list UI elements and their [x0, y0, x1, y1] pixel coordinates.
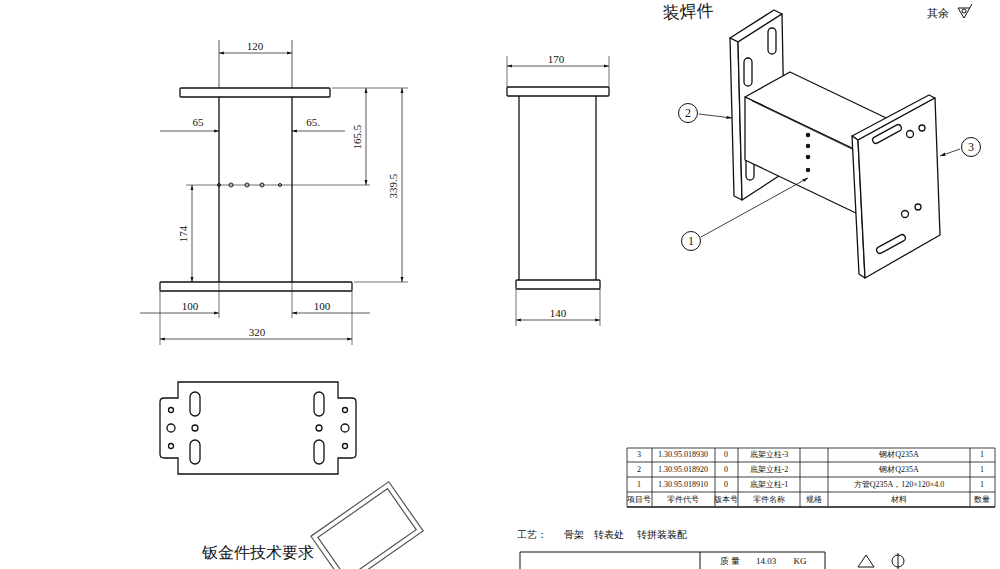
table-cell: 2	[637, 466, 641, 474]
callout-text: 2	[685, 107, 691, 119]
plan-view	[160, 382, 356, 474]
table-cell: 底架立柱-2	[750, 466, 789, 474]
table-cell: 1.30.95.018930	[658, 451, 708, 459]
dimension-value: 339.5	[388, 174, 399, 199]
table-cell: 数量	[974, 496, 990, 504]
table-cell: 零件名称	[753, 496, 785, 504]
isometric-view	[730, 10, 940, 278]
table-cell: 3	[637, 451, 641, 459]
dimension-value: 320	[249, 327, 266, 338]
dimension-value: 165.5	[352, 125, 363, 150]
table-cell: 1	[980, 451, 984, 459]
dimension-value: 140	[550, 308, 567, 319]
table-cell: 材料	[891, 496, 907, 504]
table-cell: 方管Q235A，120×120×4.0	[854, 481, 945, 489]
table-cell: 0	[724, 481, 728, 489]
note-text: 其余	[927, 8, 949, 19]
table-cell: 钢材Q235A	[879, 466, 919, 474]
table-cell: 底架立柱-3	[750, 451, 789, 459]
table-cell: 0	[724, 466, 728, 474]
process-note: 转拼装装配	[637, 530, 687, 540]
table-cell: 0	[724, 451, 728, 459]
table-cell: 1	[980, 466, 984, 474]
table-cell: 零件代号	[667, 496, 699, 504]
process-note: 骨架	[564, 530, 584, 540]
process-note: 钣金件技术要求	[202, 545, 314, 561]
process-note: 14.03	[756, 557, 776, 566]
table-cell: 钢材Q235A	[879, 451, 919, 459]
dimension-value: 100	[314, 301, 331, 312]
dimension-value: 174	[178, 226, 189, 243]
callout-number: 1	[681, 231, 701, 251]
note-text: 装焊件	[662, 2, 714, 23]
table-cell: 底架立柱-1	[750, 481, 789, 489]
callout-text: 3	[968, 141, 974, 153]
table-cell: 1	[637, 481, 641, 489]
table-cell: 规格	[806, 496, 822, 504]
table-cell: 1.30.95.018910	[658, 481, 708, 489]
side-view	[507, 56, 609, 326]
table-cell: 项目号	[627, 496, 651, 504]
callout-text: 1	[688, 235, 694, 247]
callout-number: 3	[961, 137, 981, 157]
table-cell: 1.30.95.018920	[658, 466, 708, 474]
dimension-value: 120	[247, 41, 264, 52]
front-view	[140, 40, 408, 345]
callout-number: 2	[678, 103, 698, 123]
approval-stamp	[311, 482, 423, 569]
process-note: 转表处	[594, 530, 624, 540]
process-note: KG	[794, 557, 807, 566]
parts-table	[627, 448, 995, 507]
table-cell: 1	[980, 481, 984, 489]
title-block	[520, 552, 904, 569]
dimension-value: 100	[182, 301, 199, 312]
dimension-value: 65	[193, 117, 204, 128]
process-note: 工艺：	[517, 530, 547, 540]
dimension-value: 65.	[306, 117, 320, 128]
roughness-symbol	[958, 4, 972, 18]
process-note: 质 量	[720, 557, 740, 566]
dimension-value: 170	[548, 54, 565, 65]
table-cell: 版本号	[714, 496, 738, 504]
leader-lines	[699, 114, 960, 237]
